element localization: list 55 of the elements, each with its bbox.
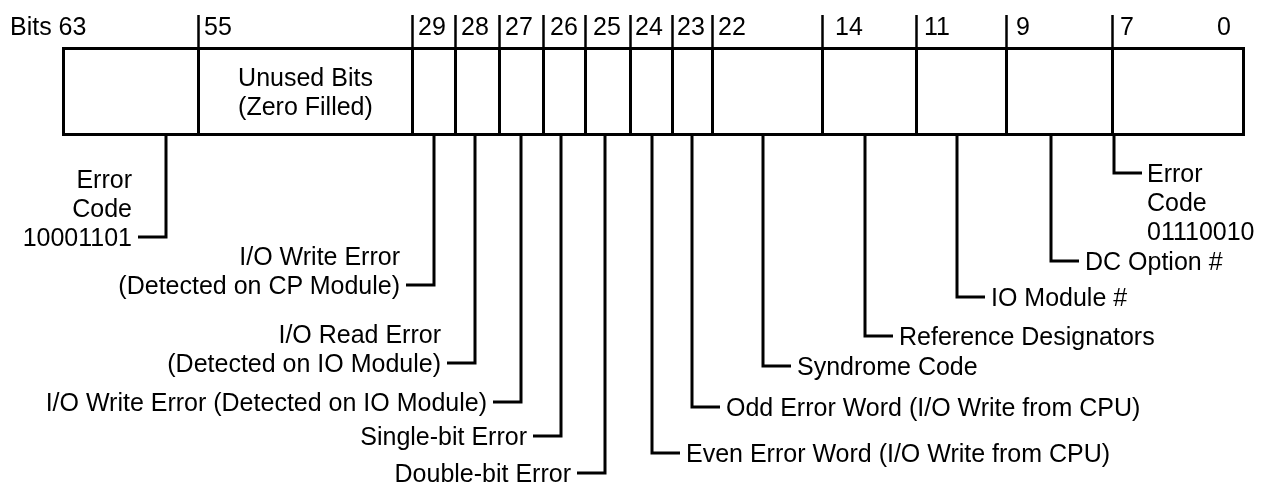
leader-line xyxy=(690,136,720,409)
leader-line xyxy=(533,136,563,438)
bit-number: 0 xyxy=(1217,12,1231,41)
bit-number: 23 xyxy=(677,12,705,41)
callout-label: IO Module # xyxy=(985,282,1128,312)
register-field xyxy=(62,47,197,136)
callout-label: I/O Read Error (Detected on IO Module) xyxy=(167,319,447,378)
leader-line xyxy=(955,136,985,299)
callout-label: I/O Write Error (Detected on IO Module) xyxy=(45,387,493,417)
bit-number: 29 xyxy=(418,12,446,41)
bit-number: 27 xyxy=(505,12,533,41)
leader-line xyxy=(493,136,523,404)
bit-number: 7 xyxy=(1120,12,1134,41)
callout-label: Odd Error Word (I/O Write from CPU) xyxy=(720,392,1141,422)
register-field xyxy=(1005,47,1111,136)
leader-line xyxy=(1049,136,1079,263)
leader-line xyxy=(761,136,791,368)
bit-number: 24 xyxy=(635,12,663,41)
register-field xyxy=(542,47,584,136)
leader-line xyxy=(650,136,680,455)
bit-number: 25 xyxy=(593,12,621,41)
leader-line xyxy=(863,136,893,338)
register-field xyxy=(411,47,454,136)
leader-line xyxy=(447,136,477,365)
bit-number: 14 xyxy=(835,12,863,41)
callout-label: Syndrome Code xyxy=(791,351,978,381)
field-label: Unused Bits (Zero Filled) xyxy=(238,62,373,121)
register-field xyxy=(584,47,629,136)
callout-label: Reference Designators xyxy=(893,321,1155,351)
leader-line xyxy=(138,136,168,239)
bit-number: 11 xyxy=(924,12,950,41)
register-field xyxy=(454,47,498,136)
leader-line xyxy=(577,136,607,475)
callout-label: Double-bit Error xyxy=(394,458,577,487)
register-field xyxy=(915,47,1005,136)
register-field xyxy=(197,47,411,136)
register-field xyxy=(711,47,821,136)
callout-label: Error Code 10001101 xyxy=(22,164,138,252)
register-field xyxy=(1111,47,1245,136)
callout-label: Error Code 01110010 xyxy=(1141,158,1255,246)
register-field xyxy=(671,47,711,136)
leader-line xyxy=(406,136,436,287)
bit-number: 28 xyxy=(461,12,489,41)
bit-number: 26 xyxy=(550,12,578,41)
leader-line xyxy=(1112,136,1142,175)
callout-label: Single-bit Error xyxy=(360,421,533,451)
bit-number: 22 xyxy=(718,12,746,41)
register-field xyxy=(629,47,671,136)
bit-number: Bits 63 xyxy=(10,12,87,41)
bit-number: 9 xyxy=(1016,12,1030,41)
register-field xyxy=(498,47,542,136)
callout-label: Even Error Word (I/O Write from CPU) xyxy=(680,438,1111,468)
callout-label: DC Option # xyxy=(1079,246,1223,276)
register-field xyxy=(821,47,915,136)
bit-number: 55 xyxy=(204,12,232,41)
